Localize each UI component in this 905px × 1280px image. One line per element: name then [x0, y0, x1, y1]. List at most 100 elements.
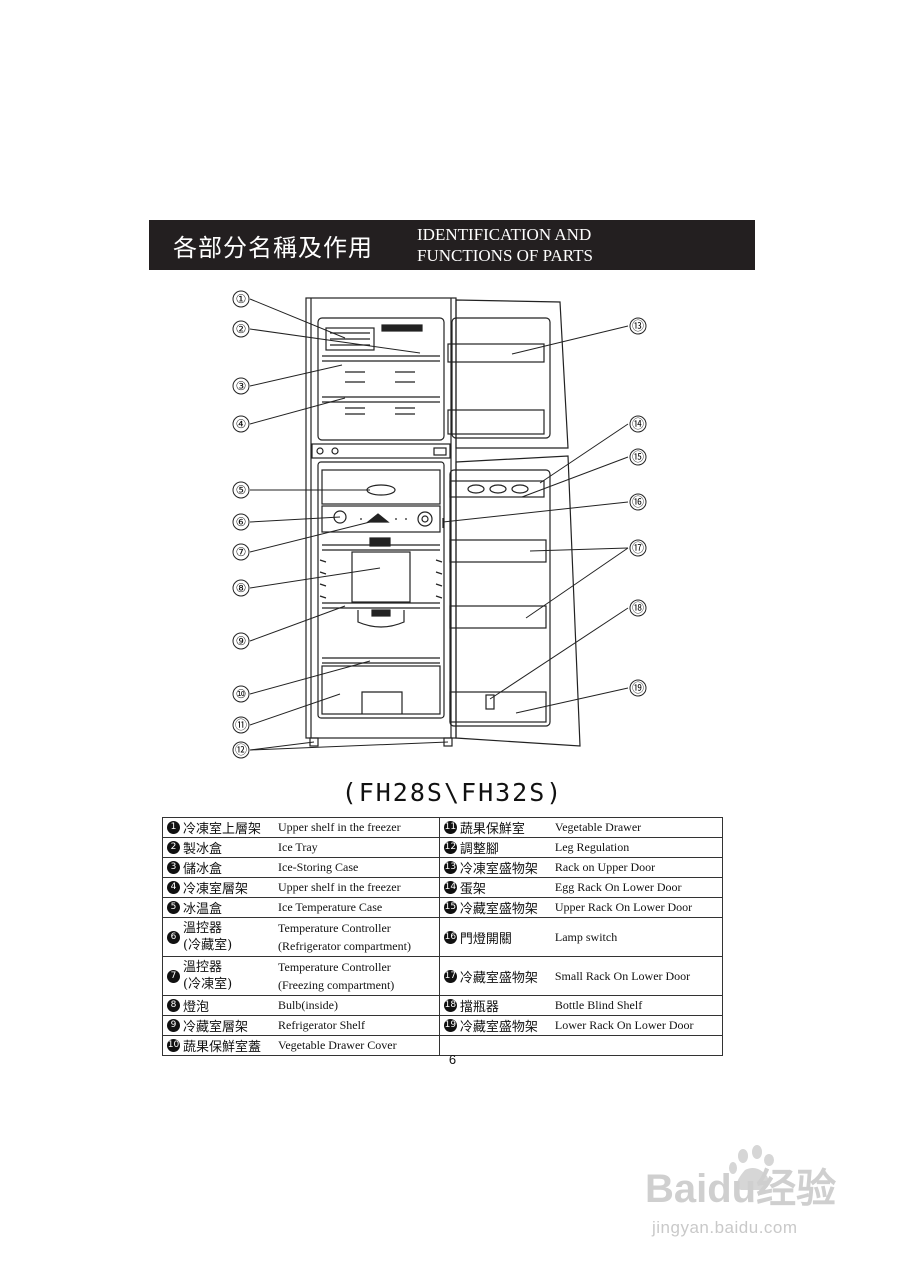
part-number: 10 [167, 1039, 180, 1052]
callout-17: ⑰ [629, 539, 647, 557]
svg-text:⑬: ⑬ [632, 319, 644, 333]
part-name-en: Upper Rack On Lower Door [554, 900, 693, 914]
vegetable-drawer [321, 665, 441, 715]
part-number: 6 [167, 930, 180, 944]
callout-7: ⑦ [232, 543, 250, 561]
callout-13: ⑬ [629, 317, 647, 335]
refrigerator-cavity [317, 461, 445, 719]
callout-18: ⑱ [629, 599, 647, 617]
part-number: 19 [443, 1019, 457, 1032]
part-name-en-sub: (Freezing compartment) [278, 978, 395, 992]
callout-15: ⑮ [629, 448, 647, 466]
callout-11: ⑪ [232, 716, 250, 734]
callout-1: ① [232, 290, 250, 308]
part-name-en: Upper shelf in the freezer [278, 820, 401, 834]
svg-text:⑦: ⑦ [236, 545, 247, 559]
svg-text:⑪: ⑪ [235, 718, 247, 732]
ice-temperature-case [321, 469, 441, 505]
part-name-cn: 溫控器 [183, 921, 223, 936]
lower-door [455, 455, 581, 747]
svg-text:⑮: ⑮ [632, 450, 644, 464]
freezer-cavity [317, 317, 445, 441]
part-name-en: Ice-Storing Case [278, 860, 359, 874]
part-name-cn: 溫控器 [183, 960, 223, 975]
part-name-cn: 冷藏室盛物架 [459, 1020, 538, 1035]
part-name-cn-sub: (冷凍室) [183, 977, 233, 992]
callout-2: ② [232, 320, 250, 338]
svg-text:②: ② [236, 322, 247, 336]
control-panel [321, 505, 441, 533]
part-name-en: Lamp switch [554, 929, 618, 944]
part-number: 11 [443, 821, 457, 834]
svg-text:⑧: ⑧ [236, 581, 247, 595]
part-number: 3 [167, 861, 180, 874]
part-name-en: Refrigerator Shelf [278, 1018, 365, 1032]
part-number: 18 [443, 999, 457, 1012]
part-name-en: Vegetable Drawer [554, 820, 642, 834]
svg-text:⑨: ⑨ [236, 634, 247, 648]
part-name-cn: 蛋架 [459, 882, 486, 897]
svg-text:⑰: ⑰ [632, 541, 644, 555]
section-header: 各部分名稱及作用 IDENTIFICATION AND FUNCTIONS OF… [149, 220, 755, 270]
part-name-cn: 冷凍室盛物架 [459, 862, 538, 877]
callout-19: ⑲ [629, 679, 647, 697]
title-chinese: 各部分名稱及作用 [173, 234, 373, 262]
part-name-cn: 調整腳 [459, 842, 499, 857]
part-number: 1 [167, 821, 180, 834]
part-name-cn: 儲冰盒 [183, 862, 223, 877]
part-number: 15 [443, 901, 457, 914]
title-english-line2: FUNCTIONS OF PARTS [417, 246, 593, 265]
part-name-en: Vegetable Drawer Cover [278, 1038, 397, 1052]
svg-text:⑥: ⑥ [236, 515, 247, 529]
part-name-en: Bulb(inside) [278, 998, 338, 1012]
part-number: 12 [443, 841, 457, 854]
part-number: 9 [167, 1019, 180, 1032]
part-name-en: Egg Rack On Lower Door [554, 880, 682, 894]
part-name-en: Bottle Blind Shelf [554, 998, 643, 1012]
part-name-en: Ice Temperature Case [278, 900, 383, 914]
title-english-line1: IDENTIFICATION AND [417, 225, 592, 244]
svg-text:⑭: ⑭ [632, 417, 644, 431]
callout-10: ⑩ [232, 685, 250, 703]
callout-8: ⑧ [232, 579, 250, 597]
watermark-brand: Baidu经验 [645, 1167, 836, 1211]
part-name-en: Lower Rack On Lower Door [554, 1018, 694, 1032]
part-name-cn: 冷藏室盛物架 [459, 970, 538, 986]
upper-door [455, 299, 569, 449]
svg-text:⑤: ⑤ [236, 483, 247, 497]
part-number: 4 [167, 881, 180, 894]
part-number: 7 [167, 969, 180, 983]
part-name-en: Upper shelf in the freezer [278, 880, 401, 894]
part-name-cn: 門燈開關 [459, 931, 512, 947]
compartment-divider [311, 443, 451, 459]
part-name-cn: 擋瓶器 [459, 1000, 499, 1015]
part-name-en: Small Rack On Lower Door [554, 968, 691, 983]
part-number: 16 [443, 930, 457, 944]
svg-text:⑯: ⑯ [632, 495, 644, 509]
svg-text:①: ① [236, 292, 247, 306]
part-name-cn: 燈泡 [183, 1000, 210, 1015]
callout-6: ⑥ [232, 513, 250, 531]
part-name-en: Leg Regulation [554, 840, 630, 854]
svg-text:⑱: ⑱ [632, 601, 644, 615]
watermark-url: jingyan.baidu.com [652, 1218, 798, 1237]
